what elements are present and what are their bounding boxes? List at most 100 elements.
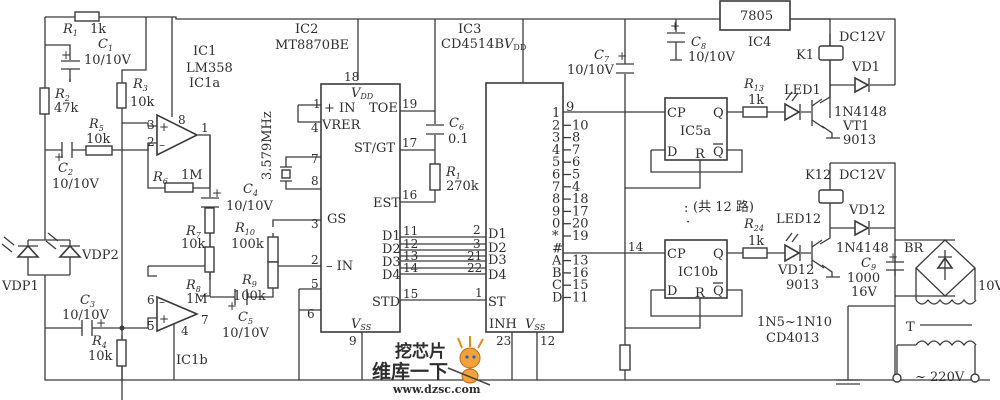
resistor-r7: [204, 207, 215, 234]
ic2-pin13: 13: [403, 249, 418, 263]
label-vd12-part: 1N4148: [836, 241, 889, 256]
ic3-inh-label: INH: [489, 317, 517, 332]
watermark-line2: 维库一下: [372, 360, 448, 383]
capacitor-c6: [426, 124, 444, 135]
transistor-vt1: [811, 98, 825, 129]
ic3-output-key: 8: [552, 192, 560, 207]
ic2-d4-label: D4: [382, 268, 401, 283]
ic4-ref: IC4: [748, 35, 771, 50]
ic10b-r: R: [695, 286, 706, 301]
opamp-ic1a: [156, 113, 199, 157]
c4-plus: +: [212, 186, 222, 200]
label-sec-voltage: 10V: [978, 279, 1000, 294]
ic3-output-key: 3: [552, 131, 560, 146]
ic2-vref-label: VRER: [321, 118, 362, 133]
label-c2-ref: C2: [58, 161, 73, 177]
label-r10-ref: R10: [234, 221, 255, 237]
ic5a-q: Q: [713, 106, 724, 121]
label-r7-ref: R7: [185, 224, 202, 240]
ic2-inn-label: – IN: [326, 259, 353, 274]
ic3-ref: IC3: [458, 22, 481, 37]
ic1b-label: IC1b: [176, 353, 208, 368]
mascot-icon: [447, 336, 491, 386]
ic3-output-pin: 10: [572, 118, 589, 133]
ic3-output-key: 6: [552, 168, 560, 183]
c7-plus: +: [617, 49, 627, 63]
ic2-pin18: 18: [344, 70, 359, 84]
ic2-pin2: 2: [311, 253, 319, 267]
ic3-output-key: 0: [552, 217, 560, 232]
resistor-r24: [742, 247, 768, 259]
ic2-pin14: 14: [403, 261, 419, 275]
label-c7-value: 10/10V: [567, 63, 614, 78]
ic4-7805: [719, 0, 791, 31]
bridge-rectifier: [915, 239, 976, 297]
watermark-line1: 挖芯片: [395, 341, 446, 362]
wires: [27, 16, 990, 400]
label-r1b-value: 270k: [446, 179, 479, 194]
ic5a-d: D: [667, 145, 677, 160]
ic5a-cp: CP: [667, 106, 686, 121]
label-vt1-part: 9013: [843, 133, 876, 148]
label-k1-rating: DC12V: [839, 30, 886, 45]
label-r5-value: 10k: [86, 132, 111, 147]
label-r1-value: 1k: [90, 22, 106, 37]
label-r9-value: 100k: [233, 289, 266, 304]
capacitor-c8: [667, 32, 685, 61]
resistor-r9: [267, 261, 279, 289]
label-r4-ref: R4: [91, 334, 107, 350]
label-c4-ref: C4: [243, 182, 258, 198]
label-c7-ref: C7: [594, 48, 610, 64]
ic2-pin16: 16: [402, 188, 417, 202]
ic2-pin17: 17: [402, 136, 417, 150]
ic3-output-pin: 13: [572, 254, 589, 269]
led12-icon: [784, 232, 801, 263]
ic1a-pin3: 3: [147, 118, 155, 132]
label-r10-value: 100k: [231, 237, 264, 252]
ic3-pin23: 23: [496, 334, 511, 348]
ic2-d3-label: D3: [382, 255, 401, 270]
label-c8-ref: C8: [691, 35, 706, 51]
capacitor-c7: [616, 63, 634, 74]
ic3-pin-d3: 21: [467, 249, 482, 263]
ic2-pin3: 3: [311, 217, 319, 231]
label-vdp1: VDP1: [1, 279, 39, 294]
resistor-r12: [619, 344, 631, 371]
resistor-r13: [742, 106, 768, 118]
diode-vd1: [854, 76, 870, 94]
opamp-ic1b: [156, 295, 200, 333]
ic2-pin6: 6: [307, 307, 315, 321]
label-c5-ref: C5: [238, 310, 253, 326]
resistor-r6: [164, 182, 194, 193]
capacitor-c1: [61, 60, 80, 82]
c8-plus: +: [670, 19, 680, 33]
ic2-pin9: 9: [349, 334, 357, 348]
ic3-output-key: #: [552, 241, 563, 256]
ic3-output-pin: 18: [572, 192, 589, 207]
label-vd12: VD12: [848, 203, 885, 218]
label-c2-value: 10/10V: [52, 177, 99, 192]
ic2-pin19: 19: [402, 97, 417, 111]
ic1b-plus: +: [159, 312, 169, 326]
capacitor-c3: [81, 320, 93, 336]
label-vd1: VD1: [851, 60, 880, 75]
ic2-stgt-label: ST/GT: [354, 141, 395, 156]
ic2-part: MT8870BE: [275, 38, 349, 53]
flipflops-part: CD4013: [766, 331, 819, 346]
ic10b-d: D: [667, 284, 677, 299]
ic2-ref: IC2: [295, 22, 318, 37]
ic3-output-pin: 17: [572, 204, 589, 219]
ic3-part: CD4514BVDD: [441, 37, 526, 52]
label-c9-value: 1000: [847, 271, 880, 286]
ic1a-plus: +: [159, 120, 169, 134]
ic1-ref: IC1: [193, 44, 216, 59]
ic2-std-label: STD: [372, 295, 400, 310]
ic1a-pin2: 2: [147, 135, 155, 149]
ic3-output-key: 9: [552, 204, 560, 219]
label-r7-value: 10k: [181, 237, 206, 252]
channels-dots: :: [684, 201, 688, 216]
ic3-pin-d4: 22: [467, 261, 482, 275]
resistor-r5: [85, 145, 113, 156]
photodiode-vdp2: [45, 232, 82, 258]
